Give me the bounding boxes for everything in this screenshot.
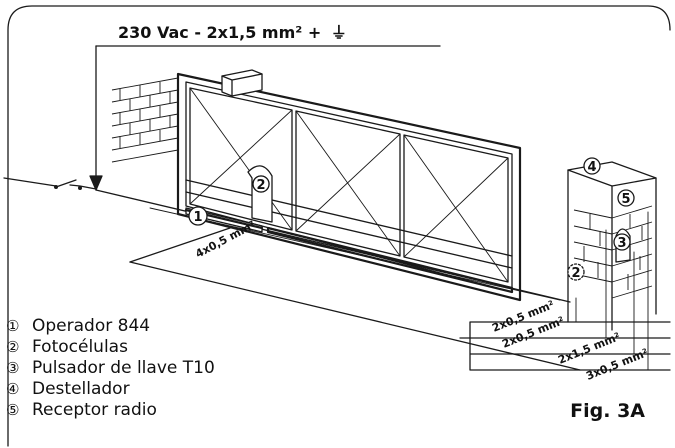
callout-1: 1 <box>188 206 208 226</box>
callout-2b: 2 <box>567 263 585 281</box>
legend-label: Destellador <box>32 379 130 399</box>
legend-label: Fotocélulas <box>32 337 128 357</box>
power-label: 230 Vac - 2x1,5 mm² + ⏚ <box>118 19 347 43</box>
callout-2-label: 2 <box>256 178 265 193</box>
legend-num: ① <box>6 317 20 335</box>
legend-label: Pulsador de llave T10 <box>32 358 215 378</box>
photocell-post <box>247 165 273 223</box>
figure-label: Fig. 3A <box>570 400 645 422</box>
callout-1-label: 1 <box>193 210 202 225</box>
legend-item-flasher: ④ Destellador <box>6 379 215 400</box>
frame-border <box>7 5 671 447</box>
legend-item-key-switch: ③ Pulsador de llave T10 <box>6 358 215 379</box>
right-cables <box>575 211 649 371</box>
gate <box>176 72 522 302</box>
legend-label: Receptor radio <box>32 400 157 420</box>
callout-4: 4 <box>583 157 601 175</box>
legend-item-photocells: ② Fotocélulas <box>6 337 215 358</box>
ground-line-left <box>129 227 231 263</box>
callout-5-label: 5 <box>621 192 630 207</box>
supply-wire <box>3 177 97 190</box>
ground-line-front <box>129 261 581 371</box>
legend-num: ② <box>6 338 20 356</box>
legend-num: ⑤ <box>6 401 20 419</box>
callout-4-label: 4 <box>587 160 596 175</box>
callout-2b-label: 2 <box>571 266 580 281</box>
left-brick-wall <box>111 77 179 163</box>
callout-2: 2 <box>252 175 270 193</box>
legend-item-radio-receiver: ⑤ Receptor radio <box>6 400 215 421</box>
power-label-text: 230 Vac - 2x1,5 mm² + <box>118 23 322 42</box>
switch-icon <box>54 179 82 190</box>
callout-3: 3 <box>613 233 631 251</box>
ground-icon: ⏚ <box>330 23 347 42</box>
arrow-down-icon <box>89 175 103 191</box>
legend: ① Operador 844 ② Fotocélulas ③ Pulsador de … <box>6 316 215 421</box>
legend-num: ④ <box>6 380 20 398</box>
legend-item-operator: ① Operador 844 <box>6 316 215 337</box>
legend-num: ③ <box>6 359 20 377</box>
right-cable-rows <box>459 321 671 371</box>
callout-3-label: 3 <box>617 236 626 251</box>
callout-5: 5 <box>617 189 635 207</box>
top-block <box>221 69 263 97</box>
legend-label: Operador 844 <box>32 316 151 336</box>
right-pillar <box>567 161 657 331</box>
